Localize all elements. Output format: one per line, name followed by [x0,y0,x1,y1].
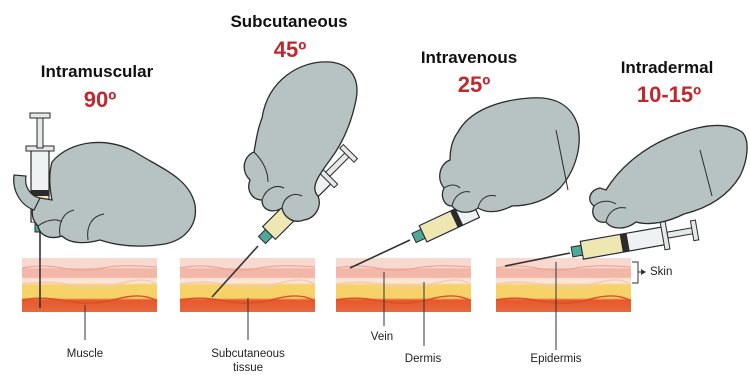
label-skin: Skin [650,265,672,279]
glove-intramuscular [32,142,195,246]
angle-subcutaneous: 45º [274,37,307,63]
title-subcutaneous: Subcutaneous [230,12,347,32]
label-subcutaneous-tissue: Subcutaneous tissue [198,347,298,375]
title-intramuscular: Intramuscular [41,62,153,82]
angle-intravenous: 25º [458,72,491,98]
label-epidermis: Epidermis [530,352,581,366]
label-vein: Vein [371,330,393,344]
angle-intradermal: 10-15º [637,82,701,108]
label-muscle: Muscle [67,347,103,361]
label-dermis: Dermis [405,352,441,366]
glove-intravenous [440,98,579,213]
glove-intradermal [590,125,747,228]
tissue-block-intradermal [496,258,631,312]
angle-intramuscular: 90º [84,87,117,113]
title-intradermal: Intradermal [621,58,714,78]
tissue-block-intramuscular [22,258,157,312]
glove-subcutaneous [244,62,357,221]
title-intravenous: Intravenous [421,48,517,68]
tissue-block-intravenous [336,258,471,312]
